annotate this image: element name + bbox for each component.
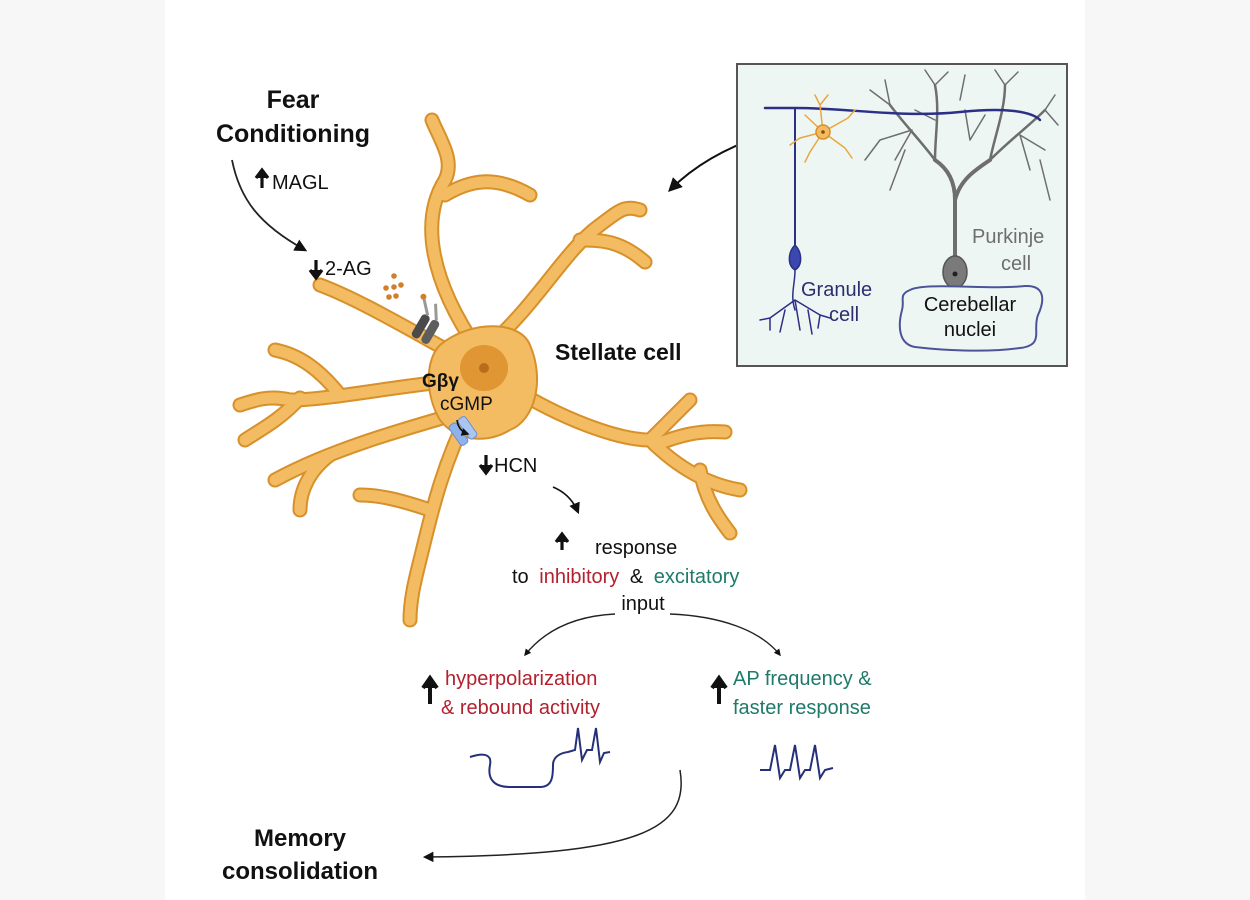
- cerebellar-nuclei-outline: [898, 284, 1044, 352]
- nucleolus: [479, 363, 489, 373]
- hcn-label: HCN: [494, 455, 537, 477]
- ap-frequency-line1: AP frequency &: [733, 668, 872, 690]
- hyperpolarization-line1: hyperpolarization: [445, 668, 597, 690]
- activity-to-memory-arrow: [422, 769, 682, 863]
- cerebellar-nuclei-label-line1: Cerebellar: [924, 294, 1017, 316]
- gbg-label: Gβγ: [422, 371, 459, 392]
- magl-up-arrow-icon: [254, 167, 270, 188]
- magl-label: MAGL: [272, 172, 329, 194]
- ap-frequency-up-arrow-icon: [710, 674, 728, 704]
- cb1-receptor-icon: [411, 293, 440, 344]
- stellate-dendrites: [232, 112, 748, 628]
- hcn-down-arrow-icon: [478, 455, 494, 476]
- inhibitory-label: inhibitory: [539, 566, 619, 588]
- ap-frequency-line2: faster response: [733, 697, 871, 719]
- fear-to-2ag-arrow: [231, 159, 308, 252]
- granule-cell-label-line2: cell: [829, 304, 859, 326]
- hcn-to-response-arrow: [552, 486, 580, 515]
- to-label: to: [512, 566, 529, 588]
- purkinje-cell: [864, 69, 1059, 299]
- granule-cell-label-line1: Granule: [801, 279, 872, 301]
- granule-cell: [759, 106, 1042, 335]
- rebound-trace: [469, 727, 611, 788]
- cgmp-to-hcn-arrow: [456, 419, 470, 436]
- cgmp-label: cGMP: [440, 394, 493, 415]
- two-ag-label: 2-AG: [325, 258, 372, 280]
- two-ag-molecules: [383, 273, 404, 300]
- hyperpolarization-line2: & rebound activity: [441, 697, 600, 719]
- excitatory-label: excitatory: [654, 566, 740, 588]
- input-to-inhibitory-arrow: [524, 613, 616, 657]
- input-label: input: [621, 593, 665, 615]
- input-to-excitatory-arrow: [669, 613, 781, 657]
- fear-conditioning-title-line1: Fear: [267, 86, 320, 114]
- two-ag-down-arrow-icon: [308, 260, 324, 281]
- cerebellar-nuclei-label-line2: nuclei: [944, 319, 996, 341]
- stellate-cell-label: Stellate cell: [555, 339, 682, 365]
- response-label: response: [595, 537, 677, 559]
- fear-conditioning-title-line2: Conditioning: [216, 120, 370, 148]
- ampersand-label: &: [630, 566, 644, 588]
- stellate-cell: [232, 112, 748, 628]
- memory-consolidation-line2: consolidation: [222, 858, 378, 885]
- purkinje-cell-label-line2: cell: [1001, 253, 1031, 275]
- response-line2: to inhibitory & excitatory: [512, 566, 739, 588]
- inset-stellate-cell: [789, 94, 856, 163]
- response-up-arrow-icon: [554, 531, 570, 550]
- cerebellar-circuit-inset: Granule cell Purkinje cell Cerebellar nu…: [736, 63, 1068, 367]
- hyperpolarization-up-arrow-icon: [421, 674, 439, 704]
- purkinje-cell-label-line1: Purkinje: [972, 226, 1044, 248]
- memory-consolidation-line1: Memory: [254, 825, 347, 852]
- ap-trace: [760, 744, 834, 781]
